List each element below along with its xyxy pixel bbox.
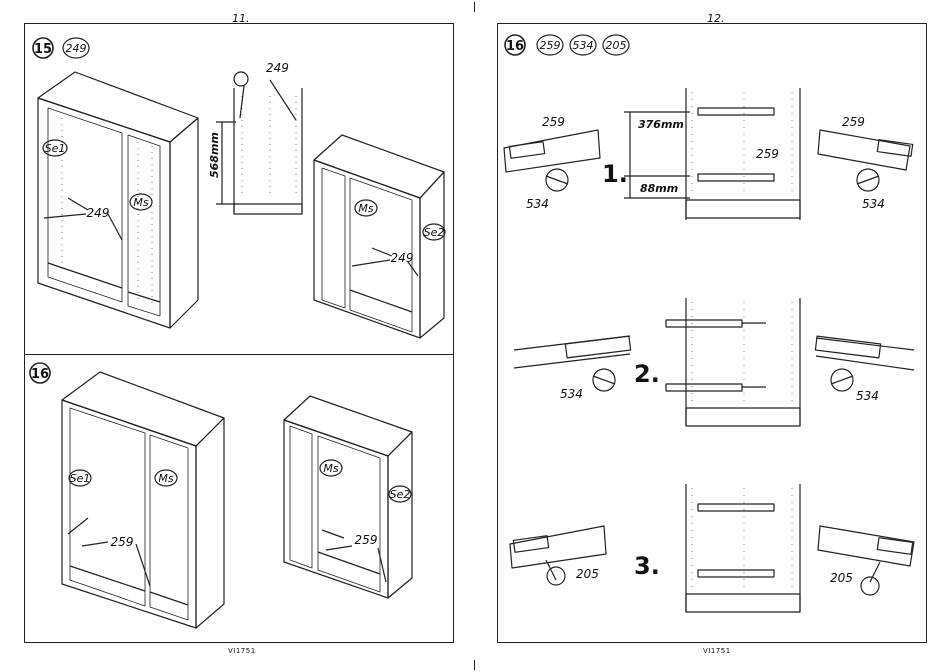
substep-2-number: 2.: [634, 360, 660, 388]
substep-2: 534 2. 534: [514, 298, 914, 426]
step-15-badge: 15: [34, 42, 52, 57]
svg-text:Ms: Ms: [158, 472, 173, 485]
dimension-376: 376mm: [638, 118, 684, 131]
wardrobe-large-16: [62, 372, 224, 628]
svg-text:259: 259: [756, 147, 779, 161]
svg-text:Se1: Se1: [70, 472, 91, 485]
svg-text:534: 534: [560, 387, 583, 401]
svg-text:259: 259: [542, 115, 565, 129]
svg-text:534: 534: [856, 389, 879, 403]
svg-text:259: 259: [111, 535, 134, 549]
svg-text:534: 534: [862, 197, 885, 211]
step-16-right-header: 16 259 534 205: [505, 35, 629, 55]
substep-1: 259 534 1. 376mm 88mm 259 259 534: [504, 88, 913, 220]
callout-249-left: 249: [44, 198, 122, 240]
label-se2-15: Se2: [423, 224, 445, 240]
step-16-left-header: 16: [30, 363, 50, 383]
svg-text:16: 16: [506, 39, 524, 54]
svg-text:205: 205: [606, 39, 627, 52]
svg-text:259: 259: [842, 115, 865, 129]
label-ms-15b: Ms: [355, 200, 377, 216]
svg-text:Se2: Se2: [390, 488, 411, 501]
svg-text:249: 249: [87, 206, 110, 220]
dimension-88: 88mm: [640, 182, 678, 195]
svg-text:Se1: Se1: [45, 142, 66, 155]
side-panel-detail-15: 568mm 249: [208, 61, 302, 214]
wardrobe-large-15: [38, 72, 198, 328]
label-se1-15: Se1: [43, 140, 67, 156]
svg-text:534: 534: [526, 197, 549, 211]
step-15-header: 15 249: [33, 38, 89, 58]
callout-259-left: 259: [68, 518, 150, 586]
svg-text:249: 249: [391, 251, 414, 265]
svg-text:249: 249: [266, 61, 289, 75]
svg-text:Ms: Ms: [133, 196, 148, 209]
svg-text:534: 534: [573, 39, 594, 52]
substep-1-number: 1.: [602, 160, 628, 188]
svg-text:Ms: Ms: [358, 202, 373, 215]
label-ms-16b: Ms: [320, 460, 342, 476]
dimension-568: 568mm: [208, 132, 221, 178]
part-249-tag: 249: [66, 42, 87, 55]
substep-3-number: 3.: [634, 552, 660, 580]
substep-3: 205 3. 205: [510, 484, 914, 612]
svg-text:205: 205: [830, 571, 853, 585]
callout-249-right: 249: [352, 248, 418, 276]
label-se1-16: Se1: [69, 470, 91, 486]
callout-259-right: 259: [322, 530, 386, 582]
svg-text:16: 16: [31, 367, 49, 382]
svg-text:259: 259: [355, 533, 378, 547]
label-se2-16: Se2: [389, 486, 411, 502]
svg-text:205: 205: [576, 567, 599, 581]
svg-text:259: 259: [540, 39, 561, 52]
label-ms-15a: Ms: [130, 194, 152, 210]
svg-text:Ms: Ms: [323, 462, 338, 475]
label-ms-16a: Ms: [155, 470, 177, 486]
svg-text:Se2: Se2: [424, 226, 445, 239]
